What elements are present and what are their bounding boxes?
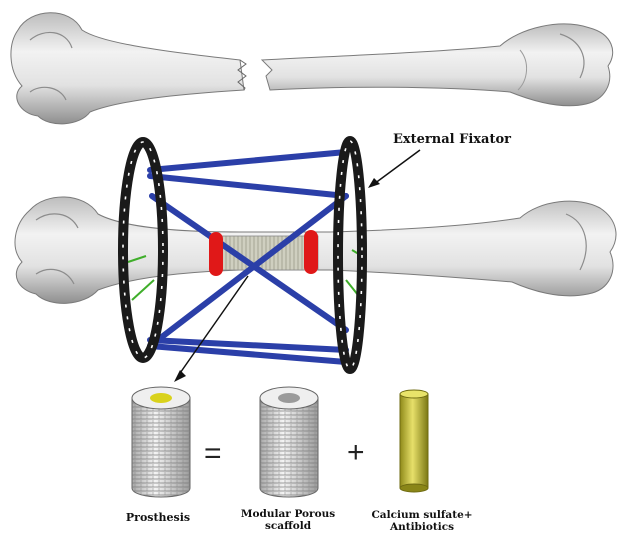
prosthesis-model — [132, 387, 190, 497]
prosthesis-label: Prosthesis — [108, 512, 208, 525]
scaffold-label: Modular Porous scaffold — [228, 508, 348, 532]
femur-distal-fragment — [262, 24, 613, 106]
equals-sign: = — [204, 437, 222, 471]
plus-sign: + — [347, 436, 365, 470]
femur-proximal-fragment — [11, 13, 246, 124]
calcium-sulfate-label: Calcium sulfate+ Antibiotics — [352, 509, 492, 533]
prosthesis-arrow — [174, 276, 248, 382]
antibiotic-cylinder — [400, 390, 428, 492]
external-fixator-label: External Fixator — [393, 133, 511, 148]
scaffold-model — [260, 387, 318, 497]
fixator-arrow — [368, 150, 420, 188]
